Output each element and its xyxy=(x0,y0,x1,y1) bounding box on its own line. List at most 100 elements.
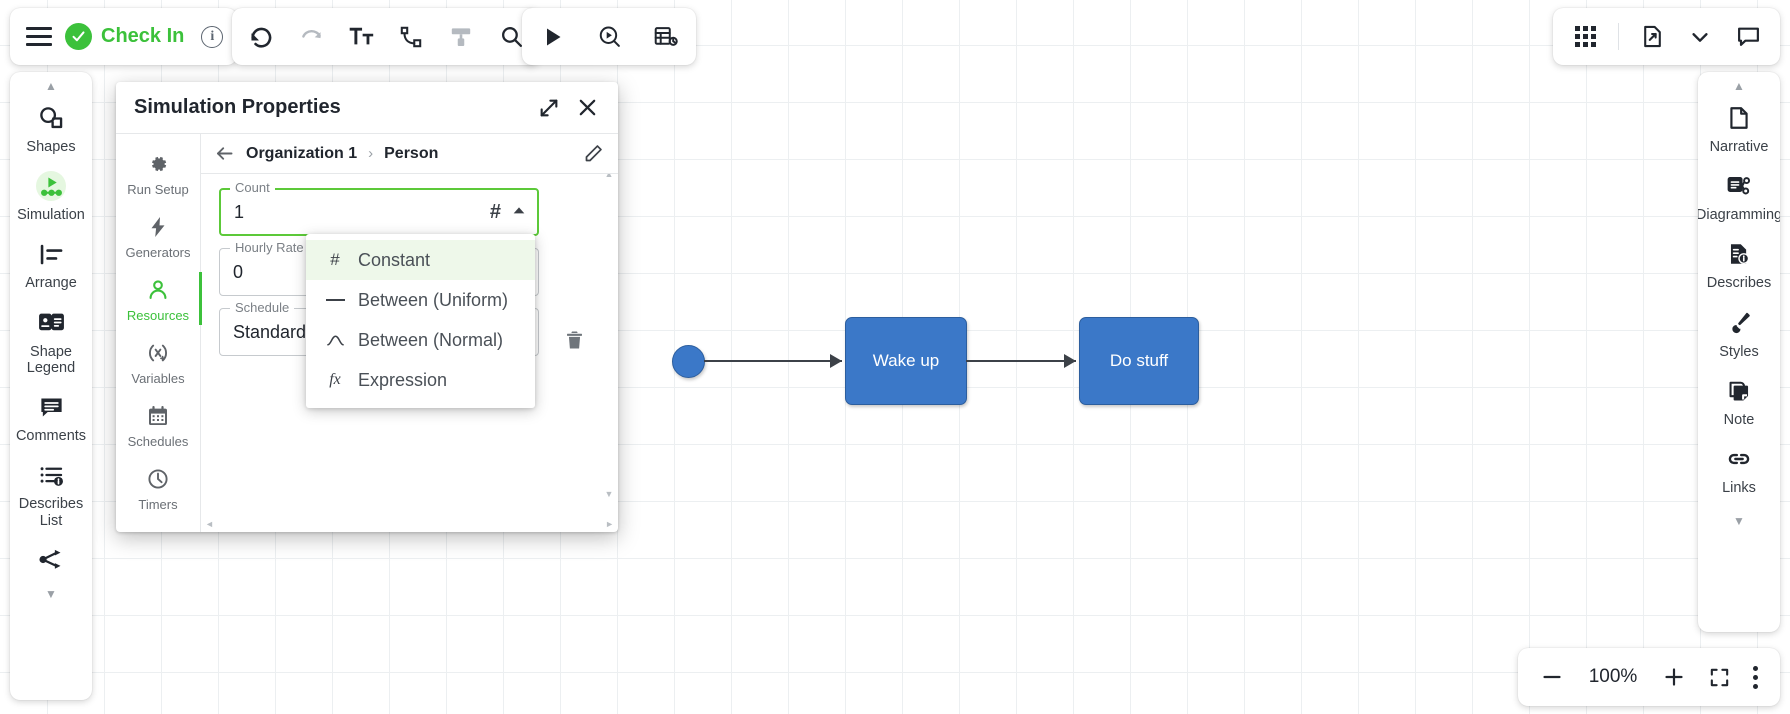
sidebar-item-share[interactable] xyxy=(10,536,92,582)
arrange-icon xyxy=(36,239,66,269)
connector-start-wake[interactable] xyxy=(704,360,842,362)
shapes-icon xyxy=(36,103,66,133)
tab-resources[interactable]: Resources xyxy=(116,268,202,329)
right-rail-scroll-down[interactable]: ▼ xyxy=(1733,514,1745,529)
chevron-down-icon[interactable] xyxy=(1685,22,1715,52)
schedule-field-label: Schedule xyxy=(230,300,295,315)
info-icon[interactable]: i xyxy=(201,25,224,48)
right-rail-scroll-up[interactable]: ▲ xyxy=(1733,79,1745,93)
connector-icon[interactable] xyxy=(396,22,426,52)
search-icon[interactable] xyxy=(496,22,526,52)
dialog-header: Simulation Properties xyxy=(116,82,618,134)
tab-label: Variables xyxy=(131,371,185,386)
sidebar-label: Note xyxy=(1723,411,1755,428)
tab-timers[interactable]: Timers xyxy=(116,457,201,518)
expand-diagonal-icon[interactable] xyxy=(534,93,564,123)
tab-label: Timers xyxy=(138,497,178,512)
sidebar-label: Styles xyxy=(1719,343,1759,360)
connector-wake-do[interactable] xyxy=(966,360,1076,362)
sidebar-item-styles[interactable]: Styles xyxy=(1698,299,1780,367)
sidebar-item-describes[interactable]: Describes xyxy=(1698,230,1780,298)
sidebar-item-describes-list[interactable]: Describes List xyxy=(10,451,92,535)
format-painter-icon[interactable] xyxy=(446,22,476,52)
trash-icon[interactable] xyxy=(560,326,588,354)
diagram-node-do-stuff[interactable]: Do stuff xyxy=(1079,317,1199,405)
comments-icon xyxy=(36,392,66,422)
form-horizontal-scrollbar[interactable]: ◄► xyxy=(205,518,614,529)
results-table-icon[interactable] xyxy=(650,22,680,52)
form-scroll-down[interactable]: ▼ xyxy=(604,489,614,499)
check-badge-icon xyxy=(65,23,92,50)
fx-icon: fx xyxy=(329,371,341,388)
sidebar-label: Shape Legend xyxy=(26,343,76,376)
diagramming-icon xyxy=(1724,171,1754,201)
undo-icon[interactable] xyxy=(246,22,276,52)
play-circle-icon[interactable] xyxy=(594,22,624,52)
toolbar-edit xyxy=(232,8,540,65)
tab-run-setup[interactable]: Run Setup xyxy=(116,142,201,203)
toolbar-divider xyxy=(1618,23,1619,50)
close-icon[interactable] xyxy=(572,93,602,123)
menu-item-expression[interactable]: fx Expression xyxy=(306,360,535,400)
document-export-icon[interactable] xyxy=(1637,22,1667,52)
zoom-in-button[interactable] xyxy=(1662,665,1686,689)
hamburger-icon[interactable] xyxy=(26,27,52,46)
comment-icon[interactable] xyxy=(1733,22,1763,52)
sidebar-item-shape-legend[interactable]: Shape Legend xyxy=(10,299,92,383)
menu-item-between-normal[interactable]: Between (Normal) xyxy=(306,320,535,360)
sidebar-label: Narrative xyxy=(1709,139,1769,155)
share-icon xyxy=(36,545,66,575)
pencil-icon[interactable] xyxy=(583,143,604,164)
tab-schedules[interactable]: Schedules xyxy=(116,394,201,455)
check-in-button[interactable]: Check In xyxy=(65,23,184,50)
count-input[interactable]: 1 # xyxy=(219,188,539,236)
distribution-type-menu: # Constant Between (Uniform) Between (No… xyxy=(306,234,535,408)
sidebar-item-shapes[interactable]: Shapes xyxy=(10,94,92,162)
arrow-left-icon[interactable] xyxy=(214,143,235,164)
redo-icon[interactable] xyxy=(296,22,326,52)
menu-item-constant[interactable]: # Constant xyxy=(306,240,535,280)
styles-brush-icon xyxy=(1724,308,1754,338)
menu-item-between-uniform[interactable]: Between (Uniform) xyxy=(306,280,535,320)
form-scroll-up[interactable]: ▲ xyxy=(604,174,614,179)
start-node[interactable] xyxy=(672,345,705,378)
count-value: 1 xyxy=(234,201,245,222)
menu-item-label: Expression xyxy=(358,369,448,390)
more-vertical-icon[interactable] xyxy=(1753,665,1758,689)
variable-icon xyxy=(145,340,171,366)
fit-screen-icon[interactable] xyxy=(1708,666,1731,689)
sidebar-item-comments[interactable]: Comments xyxy=(10,383,92,451)
chevron-up-icon[interactable] xyxy=(511,202,527,223)
left-rail-scroll-down[interactable]: ▼ xyxy=(45,586,57,601)
diagram-node-wake-up[interactable]: Wake up xyxy=(845,317,967,405)
left-rail: ▲ Shapes Simulation xyxy=(10,72,92,700)
breadcrumb-item-person[interactable]: Person xyxy=(384,144,439,162)
tab-variables[interactable]: Variables xyxy=(116,331,201,392)
schedule-value: Standard xyxy=(233,321,307,342)
sidebar-item-diagramming[interactable]: Diagramming xyxy=(1698,162,1780,230)
breadcrumb-item-organization[interactable]: Organization 1 xyxy=(246,144,358,162)
sidebar-item-note[interactable]: Note xyxy=(1698,367,1780,435)
sidebar-item-links[interactable]: Links xyxy=(1698,435,1780,503)
left-rail-scroll-up[interactable]: ▲ xyxy=(45,79,57,93)
node-label: Wake up xyxy=(872,351,940,370)
dialog-tab-rail: Run Setup Generators xyxy=(116,134,202,532)
hash-icon[interactable]: # xyxy=(489,200,501,223)
zoom-out-button[interactable] xyxy=(1540,665,1564,689)
tab-generators[interactable]: Generators xyxy=(116,205,201,266)
text-format-icon[interactable] xyxy=(346,22,376,52)
count-field-group: Count 1 # xyxy=(219,180,539,236)
bolt-icon xyxy=(145,214,171,240)
tab-label: Schedules xyxy=(127,434,189,449)
play-icon[interactable] xyxy=(538,22,568,52)
menu-item-label: Constant xyxy=(358,249,431,270)
describes-icon xyxy=(1724,239,1754,269)
sidebar-item-simulation[interactable]: Simulation xyxy=(10,162,92,230)
grid-apps-icon[interactable] xyxy=(1570,22,1600,52)
simulation-properties-dialog: Simulation Properties xyxy=(116,82,618,532)
sidebar-item-narrative[interactable]: Narrative xyxy=(1698,94,1780,162)
note-icon xyxy=(1724,376,1754,406)
gear-icon xyxy=(145,151,171,177)
sidebar-item-arrange[interactable]: Arrange xyxy=(10,230,92,298)
